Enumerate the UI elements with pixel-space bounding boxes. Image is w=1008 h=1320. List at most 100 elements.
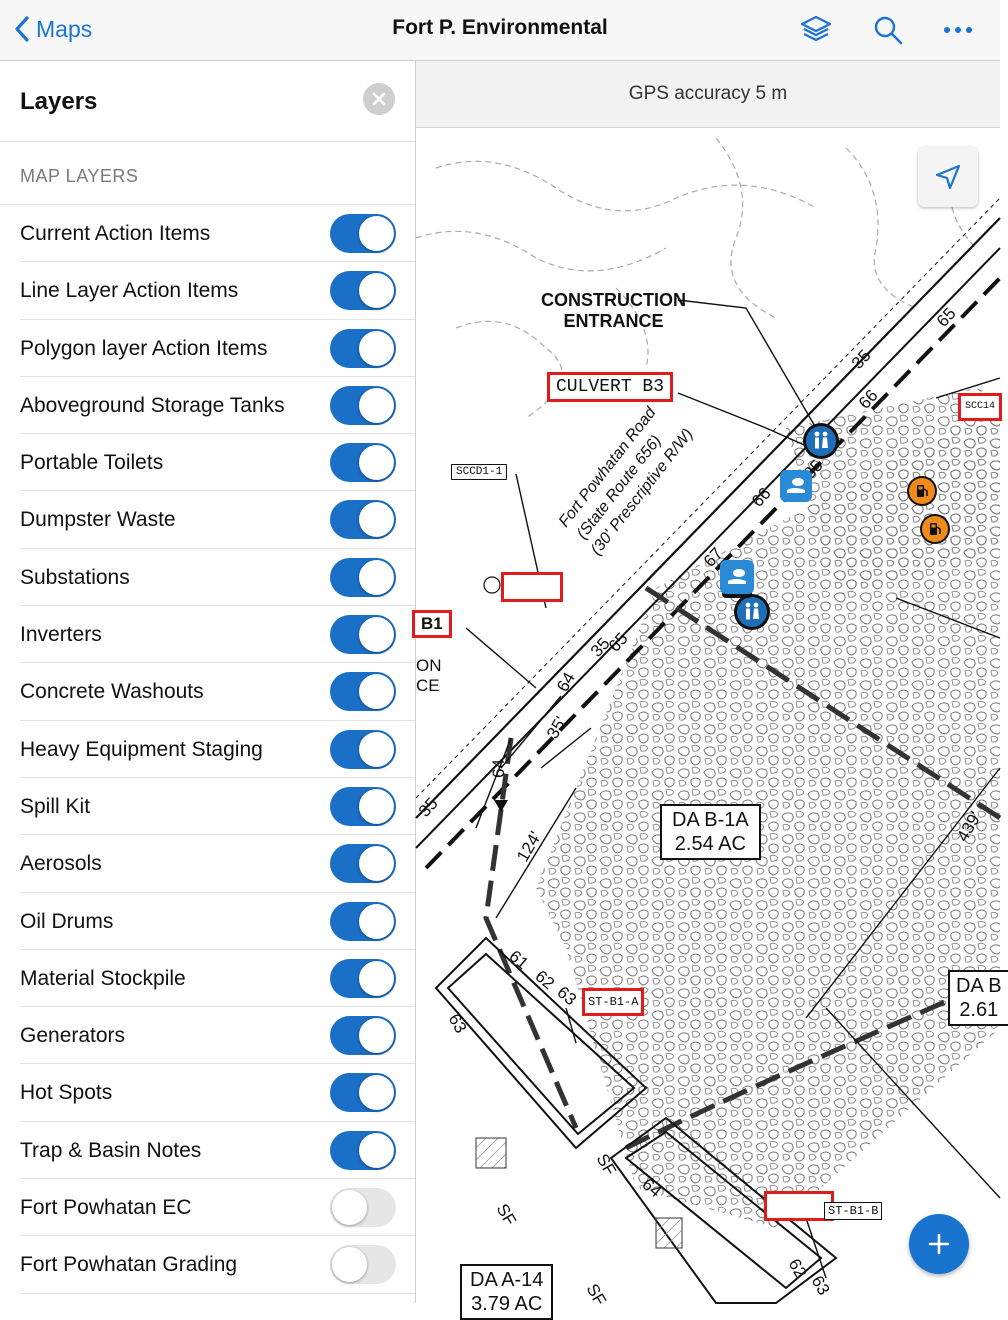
layer-toggle[interactable] xyxy=(330,729,396,769)
layer-row[interactable]: Hot Spots xyxy=(20,1064,415,1122)
partial-label-on: ON CE xyxy=(416,656,442,696)
layer-label: Current Action Items xyxy=(20,222,211,245)
layer-row[interactable]: Fort Powhatan Grading xyxy=(20,1236,415,1294)
spill-kit-marker-1[interactable] xyxy=(780,470,812,502)
layer-toggle[interactable] xyxy=(330,443,396,483)
layer-row[interactable]: Trap & Basin Notes xyxy=(20,1122,415,1180)
layer-label: Portable Toilets xyxy=(20,451,164,475)
drainage-boundaries xyxy=(483,585,1002,1151)
layer-row[interactable]: Dumpster Waste xyxy=(20,491,415,549)
locate-me-button[interactable] xyxy=(918,147,978,207)
layer-toggle[interactable] xyxy=(330,672,396,712)
generator-marker-1[interactable] xyxy=(909,478,935,504)
silt-fence-label-3: SF xyxy=(583,1281,610,1309)
layer-label: Oil Drums xyxy=(20,909,114,933)
contour-65-top: 65 xyxy=(933,304,960,331)
layer-label: Trap & Basin Notes xyxy=(20,1138,202,1162)
layer-toggle[interactable] xyxy=(330,1016,396,1056)
layer-toggle[interactable] xyxy=(330,557,396,597)
layer-toggle[interactable] xyxy=(330,844,396,884)
site-plan-drawing: 65 35 66 35 66 67 35 65 64 64 35' 124' 4… xyxy=(415,137,1002,1309)
contour-35-edge: 35 xyxy=(415,794,442,821)
layer-toggle[interactable] xyxy=(330,1245,396,1285)
toggle-knob xyxy=(359,1018,394,1054)
layer-row[interactable]: Oil Drums xyxy=(20,893,415,950)
layer-row[interactable]: Concrete Washouts xyxy=(20,663,415,721)
layer-row[interactable]: Aerosols xyxy=(20,835,415,893)
map-view[interactable]: 65 35 66 35 66 67 35 65 64 64 35' 124' 4… xyxy=(412,128,1008,1320)
add-button[interactable] xyxy=(909,1214,969,1274)
search-icon xyxy=(874,16,903,45)
layer-toggle[interactable] xyxy=(330,1073,396,1113)
layers-button[interactable] xyxy=(798,12,834,48)
plus-icon xyxy=(928,1233,950,1255)
layer-label: Aboveground Storage Tanks xyxy=(20,393,285,417)
layer-toggle[interactable] xyxy=(330,615,396,655)
layer-toggle[interactable] xyxy=(330,958,396,998)
culvert-label: CULVERT B3 xyxy=(547,372,674,402)
layer-toggle[interactable] xyxy=(330,385,396,425)
spill-kit-marker-2[interactable] xyxy=(720,560,754,594)
layer-row[interactable]: Heavy Equipment Staging xyxy=(20,721,415,778)
layer-row[interactable]: Spill Kit xyxy=(20,778,415,836)
generator-marker-2[interactable] xyxy=(922,516,948,542)
layer-row[interactable]: Current Action Items xyxy=(20,205,415,263)
layer-label: Polygon layer Action Items xyxy=(20,336,268,360)
toggle-knob xyxy=(359,788,394,824)
layer-row[interactable]: Fort Powhatan EC xyxy=(20,1179,415,1237)
layer-row[interactable]: Line Layer Action Items xyxy=(20,262,415,320)
portable-toilet-marker-2[interactable] xyxy=(737,597,767,627)
spill-kit-icon xyxy=(728,569,746,584)
spill-kit-icon xyxy=(787,478,805,493)
toggle-knob xyxy=(359,387,394,423)
action-box-2[interactable] xyxy=(764,1191,834,1221)
layer-row[interactable]: Generators xyxy=(20,1007,415,1065)
layer-toggle[interactable] xyxy=(330,1188,396,1228)
toggle-knob xyxy=(359,330,394,366)
layer-row[interactable]: Aboveground Storage Tanks xyxy=(20,377,415,435)
survey-point xyxy=(483,576,501,594)
drainage-area-b: DA B 2.61 xyxy=(948,970,1008,1026)
contour-lines xyxy=(415,137,977,419)
outlet-structure-2 xyxy=(655,1217,683,1249)
more-button[interactable] xyxy=(940,12,976,48)
drainage-area-a14-acres: 3.79 AC xyxy=(471,1293,543,1315)
layer-row[interactable]: Material Stockpile xyxy=(20,950,415,1008)
toggle-knob xyxy=(359,617,394,653)
portable-toilet-marker-1[interactable] xyxy=(806,426,836,456)
construction-label-line-1: CONSTRUCTION xyxy=(541,290,686,310)
search-button[interactable] xyxy=(870,12,906,48)
layer-toggle[interactable] xyxy=(330,214,396,253)
toggle-knob xyxy=(359,960,394,996)
layer-toggle[interactable] xyxy=(330,328,396,368)
basin-outlines xyxy=(434,936,838,1304)
close-button[interactable] xyxy=(363,83,395,115)
back-button[interactable]: Maps xyxy=(14,12,92,46)
layer-label: Generators xyxy=(20,1024,126,1048)
layer-row[interactable]: Portable Toilets xyxy=(20,434,415,492)
action-box-1[interactable] xyxy=(501,572,563,602)
construction-label-line-2: ENTRANCE xyxy=(563,311,664,331)
leader-lines xyxy=(465,299,1001,1279)
panel-header: Layers xyxy=(0,61,415,142)
construction-entrance-label: CONSTRUCTION ENTRANCE xyxy=(541,290,686,332)
layer-row[interactable]: Polygon layer Action Items xyxy=(20,320,415,377)
layer-toggle[interactable] xyxy=(330,786,396,826)
layer-toggle[interactable] xyxy=(330,500,396,540)
layer-toggle[interactable] xyxy=(330,271,396,311)
toggle-knob xyxy=(359,273,394,309)
navigation-bar: Maps Fort P. Environmental xyxy=(0,0,1000,61)
chevron-left-icon xyxy=(15,16,29,42)
layer-label: Spill Kit xyxy=(20,794,91,818)
layer-toggle[interactable] xyxy=(330,1130,396,1170)
drainage-area-b-name: DA B xyxy=(956,975,1002,997)
st-b1b-label: ST-B1-B xyxy=(824,1202,883,1220)
layer-label: Hot Spots xyxy=(20,1081,113,1105)
layer-toggle[interactable] xyxy=(330,901,396,941)
toggle-knob xyxy=(359,1075,394,1111)
layer-row[interactable]: Substations xyxy=(20,549,415,607)
layer-row[interactable]: Inverters xyxy=(20,606,415,664)
section-title: MAP LAYERS xyxy=(20,166,139,186)
st-b1a-label: ST-B1-A xyxy=(582,988,645,1016)
